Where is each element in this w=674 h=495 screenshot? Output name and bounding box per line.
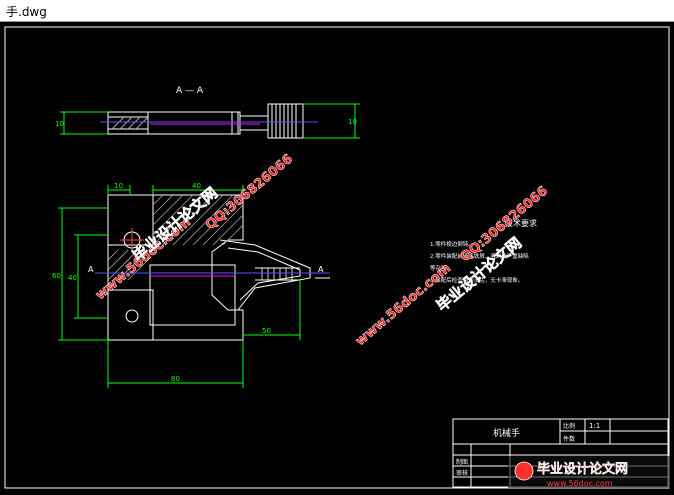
section-view: [107, 103, 304, 139]
tech-req-title: 技术要求: [505, 218, 537, 228]
dim-bottom-right: 50: [262, 327, 271, 335]
title-checked-label: 审核: [456, 469, 468, 477]
window-title: 手.dwg: [6, 5, 47, 19]
section-dimensions: [60, 103, 360, 139]
watermark-qq-1: QQ:306826066: [203, 152, 296, 233]
section-marker-right: A: [318, 265, 324, 274]
tech-req-line-1: 1.零件棱边倒钝。: [430, 240, 474, 248]
dim-left-outer: 60: [52, 272, 61, 280]
section-marker-left: A: [88, 265, 94, 274]
title-material-label: 件数: [563, 435, 575, 443]
dim-left-inner: 40: [68, 274, 77, 282]
watermark-group-3: QQ:306826066: [203, 151, 296, 233]
dim-top-right: 40: [192, 182, 201, 190]
drawing-canvas[interactable]: A — A 10 10: [0, 22, 674, 491]
tech-req-line-4: 3.装配后检查动作灵活，无卡滞现象。: [430, 276, 523, 284]
dim-top-left: 10: [114, 182, 123, 190]
logo-site: www.56doc.com: [547, 479, 613, 488]
watermark-logo: 毕业设计论文网 www.56doc.com: [508, 456, 670, 488]
section-label: A — A: [176, 86, 204, 96]
tech-req-line-3: 等杂物。: [430, 264, 452, 272]
title-scale-value: 1:1: [589, 422, 600, 430]
title-part-name: 机械手: [493, 427, 520, 439]
title-scale-label: 比例: [563, 422, 575, 430]
logo-brand: 毕业设计论文网: [537, 461, 628, 477]
front-hatch: [107, 194, 244, 281]
front-dimensions: [58, 185, 301, 388]
title-drawn-label: 制图: [456, 458, 468, 466]
logo-globe-icon: [514, 461, 534, 481]
gear-teeth: [261, 268, 293, 280]
dim-right-small: 10: [348, 118, 357, 126]
cad-drawing: A — A 10 10: [4, 26, 670, 489]
dim-top-small: 10: [55, 120, 64, 128]
dim-bottom: 80: [171, 375, 180, 383]
window-titlebar: 手.dwg: [0, 0, 674, 22]
drawing-border: [4, 26, 670, 489]
tech-req-line-2: 2.零件装配前清除铁屑、毛刺及严重缺陷: [430, 252, 529, 260]
